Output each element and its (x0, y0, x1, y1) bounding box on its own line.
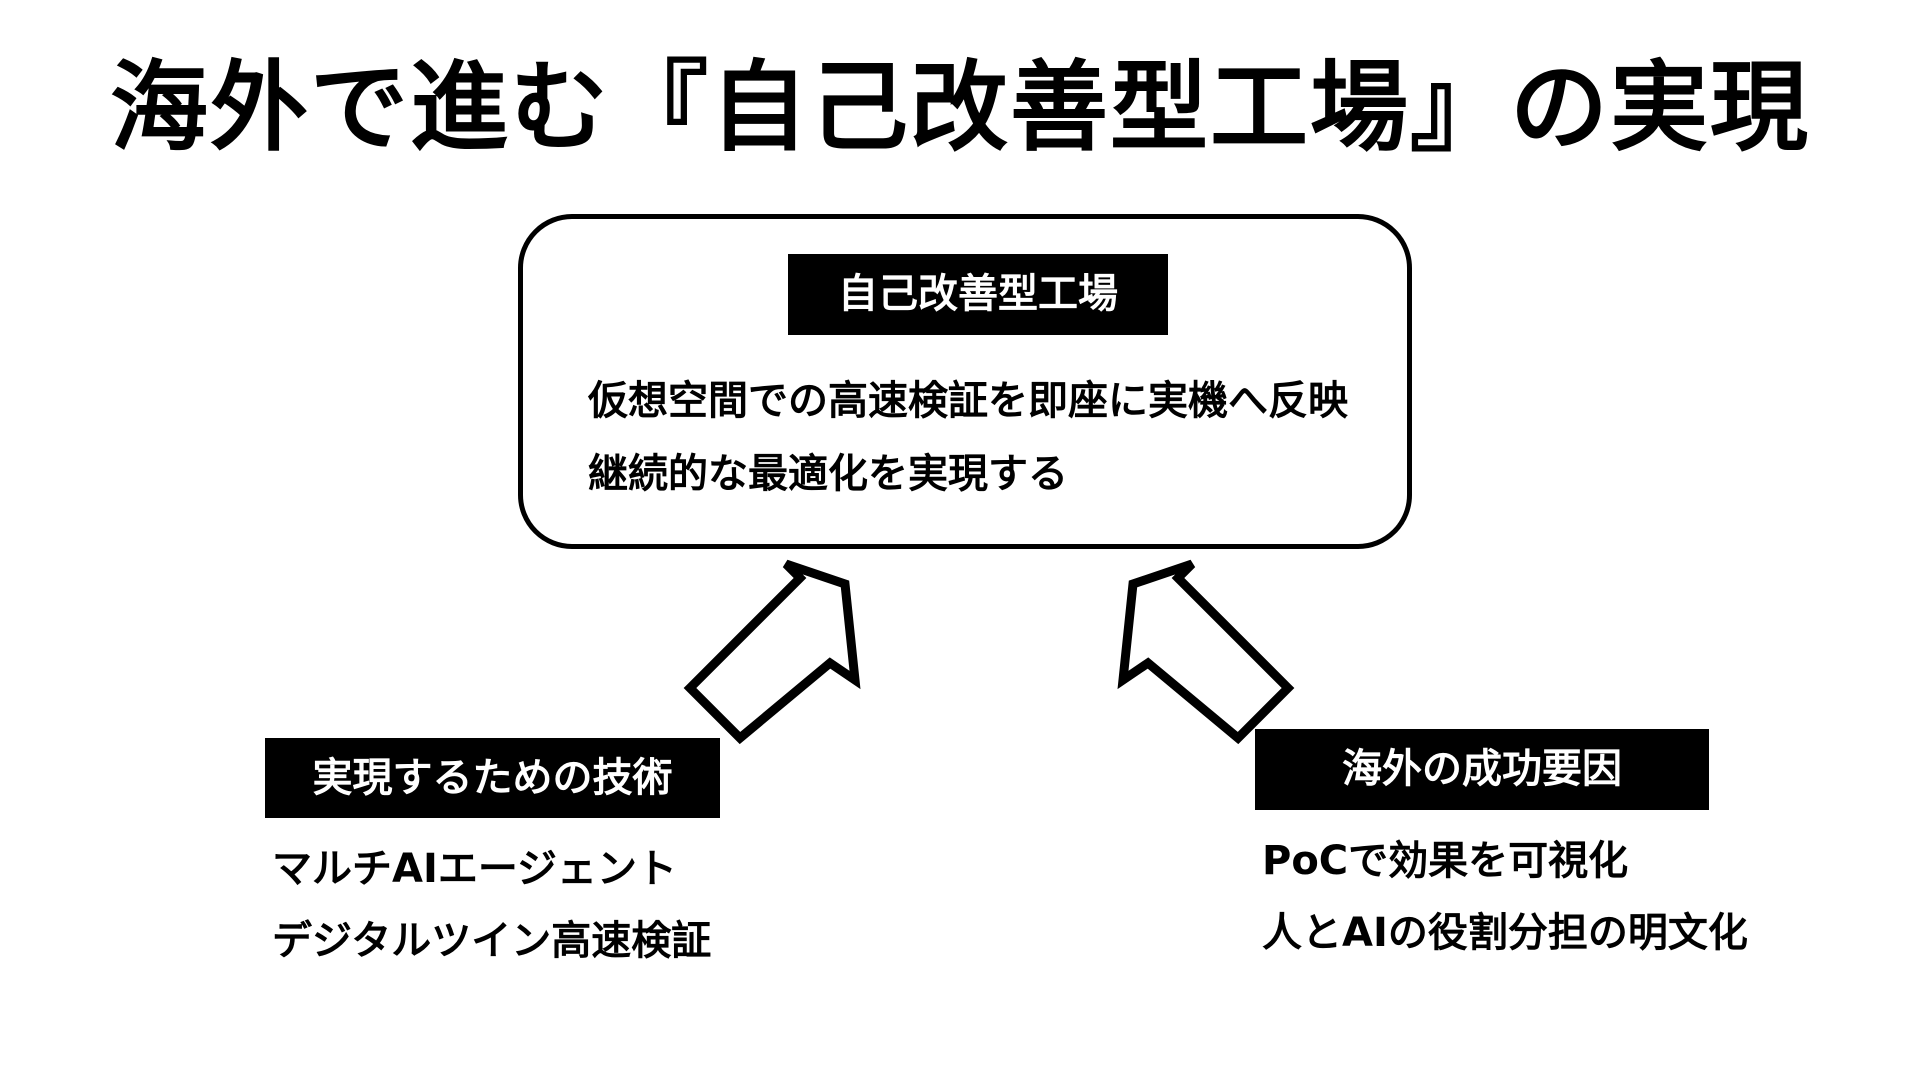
page-title: 海外で進む『自己改善型工場』の実現 (109, 51, 1810, 165)
left-line-2: デジタルツイン高速検証 (272, 918, 712, 964)
right-label: 海外の成功要因 (1255, 729, 1709, 810)
right-line-2: 人とAIの役割分担の明文化 (1262, 910, 1748, 956)
right-line-1: PoCで効果を可視化 (1262, 838, 1629, 884)
center-line-2: 継続的な最適化を実現する (588, 451, 1068, 497)
arrow-up-right-icon (683, 559, 861, 745)
left-label: 実現するための技術 (265, 738, 720, 818)
center-label: 自己改善型工場 (788, 254, 1168, 335)
center-line-1: 仮想空間での高速検証を即座に実機へ反映 (588, 378, 1348, 424)
arrow-up-left-icon (1117, 559, 1295, 745)
left-line-1: マルチAIエージェント (272, 846, 678, 892)
